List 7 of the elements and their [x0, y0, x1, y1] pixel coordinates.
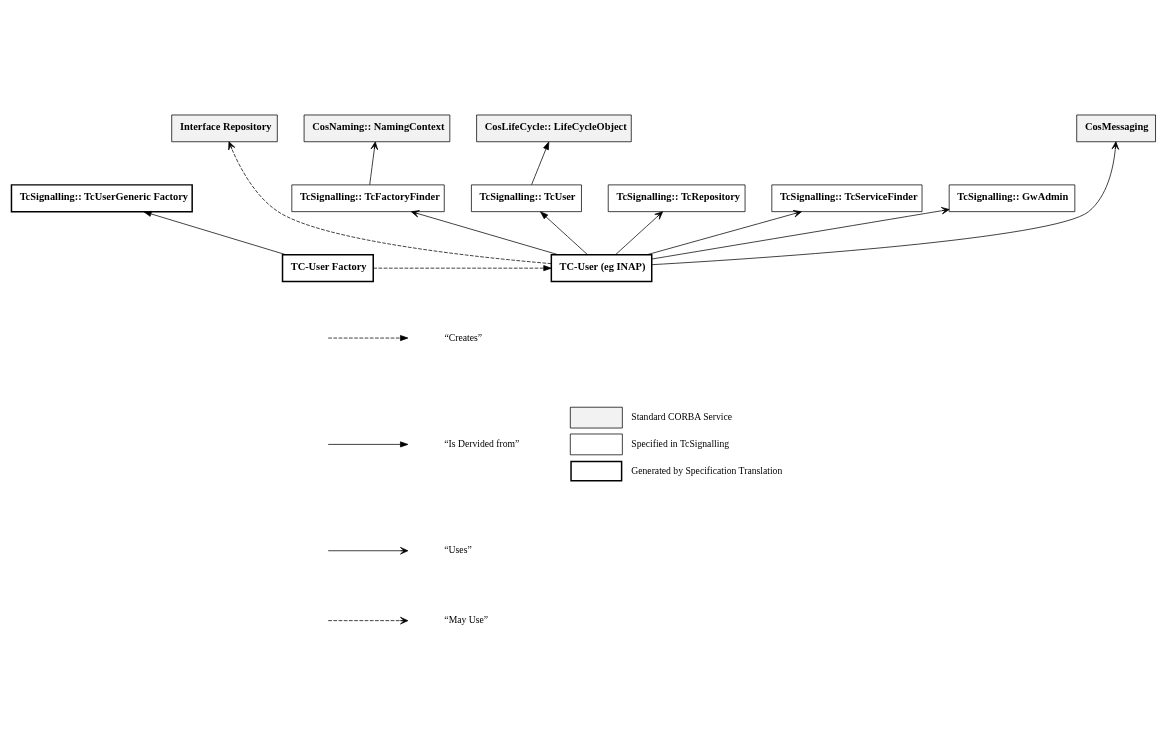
legend-label: “Uses”	[444, 544, 472, 556]
legend-label: Standard CORBA Service	[631, 411, 733, 423]
legend-label: “Creates”	[444, 331, 482, 343]
legend-label: “Is Dervided from”	[444, 437, 520, 449]
legend-label: Specified in TcSignalling	[631, 437, 730, 449]
legend-label: Generated by Specification Translation	[631, 464, 783, 476]
legend-label: “May Use”	[444, 614, 489, 626]
